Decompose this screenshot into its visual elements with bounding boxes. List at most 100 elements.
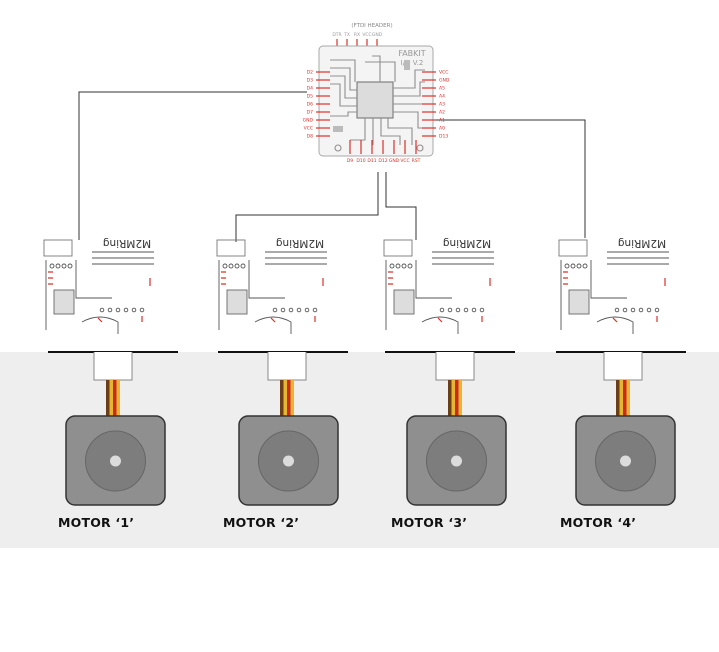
driver-pad <box>564 263 570 269</box>
driver-red-marks <box>270 278 324 323</box>
motor-shaft <box>620 455 631 467</box>
driver-pad <box>304 307 310 313</box>
right-pin-label: D13 <box>439 134 448 140</box>
driver-pad <box>622 307 628 313</box>
driver-pad <box>55 263 61 269</box>
driver-boards: M2MRing M2MRing M2MRing M2MRing <box>43 237 669 334</box>
driver-board-3: M2MRing <box>383 237 494 334</box>
driver-board-label: M2MRing <box>276 237 324 249</box>
driver-traces-left <box>218 260 285 330</box>
driver-pad <box>395 263 401 269</box>
driver-header-box <box>383 239 413 257</box>
connection-wires <box>78 91 586 242</box>
driver-red-marks <box>612 278 666 323</box>
driver-chip <box>53 289 75 315</box>
driver-pad <box>67 263 73 269</box>
motor-cable-wire <box>455 380 459 416</box>
right-pin-label: GND <box>439 78 450 84</box>
motor-cable-wire <box>626 380 630 416</box>
wire-to-driver-1 <box>78 91 307 240</box>
driver-traces-left <box>45 260 112 330</box>
driver-board-2: M2MRing <box>216 237 327 334</box>
motor-label-1: MOTOR ‘1’ <box>58 515 135 530</box>
driver-red-marks <box>437 278 491 323</box>
cable-connector <box>603 352 643 381</box>
right-pin-label: A3 <box>439 102 445 108</box>
driver-board-4: M2MRing <box>558 237 669 334</box>
driver-board-label: M2MRing <box>103 237 151 249</box>
motor-label-3: MOTOR ‘3’ <box>391 515 468 530</box>
driver-traces-bottom <box>596 316 634 334</box>
left-pin-label: D4 <box>307 86 313 92</box>
driver-pad <box>447 307 453 313</box>
driver-board-label: M2MRing <box>443 237 491 249</box>
motor-assembly-3 <box>385 351 515 506</box>
cable-connector <box>267 352 307 381</box>
wire-to-driver-4 <box>432 119 586 238</box>
left-pin-label: D7 <box>307 110 313 116</box>
driver-pad <box>439 307 445 313</box>
driver-traces-bottom <box>421 316 459 334</box>
driver-pad <box>638 307 644 313</box>
driver-pad <box>407 263 413 269</box>
driver-traces-top <box>92 251 154 265</box>
left-pin-label: D5 <box>307 94 313 100</box>
driver-pad <box>614 307 620 313</box>
driver-pad <box>234 263 240 269</box>
driver-red-marks <box>221 271 226 285</box>
left-pin-label: D8 <box>307 134 313 140</box>
driver-red-marks <box>563 271 568 285</box>
driver-header-box <box>216 239 246 257</box>
right-pin-label: A2 <box>439 110 445 116</box>
driver-pad <box>228 263 234 269</box>
cable-connector <box>93 352 133 381</box>
cable-connector <box>435 352 475 381</box>
bottom-pin-label: VCC <box>400 158 409 164</box>
driver-pad <box>61 263 67 269</box>
bottom-pin-label: D9 <box>347 158 353 164</box>
motor-label-4: MOTOR ‘4’ <box>560 515 637 530</box>
motor-cable-wire <box>283 380 287 416</box>
bottom-pin-label: GND <box>389 158 400 164</box>
driver-traces-top <box>432 251 494 265</box>
wire-to-driver-2 <box>235 172 379 242</box>
ftdi-header-caption: (FTDI HEADER) <box>351 23 392 29</box>
driver-red-marks <box>48 271 53 285</box>
motor-shaft <box>451 455 462 467</box>
ftdi-pin-label: VCC <box>362 32 371 38</box>
driver-pad <box>455 307 461 313</box>
motor-shaft <box>110 455 121 467</box>
driver-pad <box>49 263 55 269</box>
motor-shaft <box>283 455 294 467</box>
motor-cable-wire <box>619 380 623 416</box>
driver-chip <box>226 289 248 315</box>
driver-pad <box>131 307 137 313</box>
motor-cable-wire <box>448 380 452 416</box>
driver-chip <box>393 289 415 315</box>
driver-pad <box>280 307 286 313</box>
right-pin-label: A5 <box>439 86 445 92</box>
driver-traces-top <box>607 251 669 265</box>
motor-cable-wire <box>290 380 294 416</box>
motor-cable-wire <box>287 380 291 416</box>
left-pin-label: D6 <box>307 102 313 108</box>
driver-traces-top <box>265 251 327 265</box>
driver-pad <box>107 307 113 313</box>
driver-red-marks <box>388 271 393 285</box>
driver-pad <box>570 263 576 269</box>
board-traces <box>330 55 425 152</box>
driver-pad <box>479 307 485 313</box>
motors <box>48 351 686 506</box>
left-pin-label: D2 <box>307 70 313 76</box>
ftdi-pin-label: RX <box>354 32 360 38</box>
board-title-line2: I/O V.2 <box>401 59 424 67</box>
driver-traces-bottom <box>81 316 119 334</box>
ftdi-pin-label: DTR <box>332 32 341 38</box>
driver-pad <box>272 307 278 313</box>
motor-cable-wire <box>458 380 462 416</box>
bottom-pin-label: D12 <box>378 158 387 164</box>
driver-traces-left <box>560 260 627 330</box>
